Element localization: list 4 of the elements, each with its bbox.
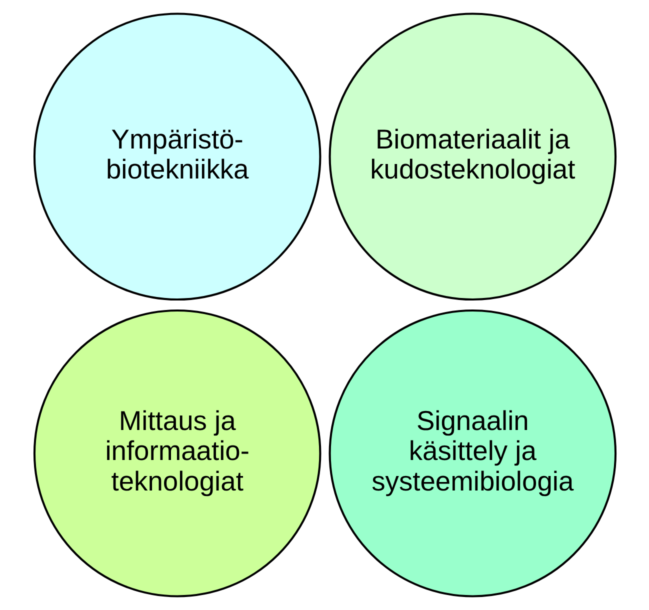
- node-circle: Ympäristö- biotekniikka: [32, 12, 321, 301]
- node-circle: Mittaus ja informaatio- teknologiat: [32, 309, 321, 598]
- node-circle: Biomateriaalit ja kudosteknologiat: [328, 12, 616, 301]
- node-circle: Signaalin käsittely ja systeemibiologia: [328, 309, 616, 598]
